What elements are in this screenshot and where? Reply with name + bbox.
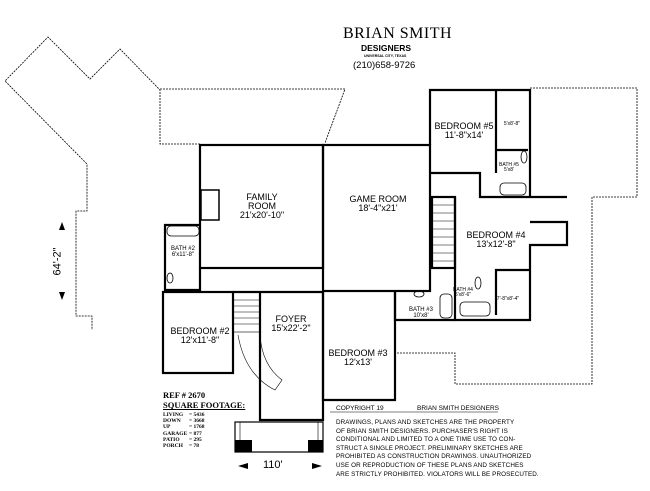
footage-row: GARAGE= 877 <box>163 431 205 437</box>
ref-number: REF # 2670 <box>163 390 206 400</box>
room-size: 6'x11'-8" <box>171 252 195 258</box>
copyright-label: COPYRIGHT 19 <box>336 405 384 412</box>
width-dimension: 110' <box>263 459 283 471</box>
closet5-size: 5'x8'-8" <box>503 121 521 127</box>
room-name: BEDROOM #5 <box>434 121 494 131</box>
room-size: 12'x13' <box>344 357 372 367</box>
bath3-label: BATH #3 10'x8' <box>409 307 433 319</box>
company-name: BRIAN SMITH <box>343 25 453 42</box>
footage-title: SQUARE FOOTAGE: <box>163 400 246 410</box>
room-size: 15'x22'-2" <box>271 323 311 333</box>
bedroom4-label: BEDROOM #4 13'x12'-8" <box>466 231 525 249</box>
company-subtitle: DESIGNERS <box>361 43 412 53</box>
company-phone: (210)658-9726 <box>353 60 416 71</box>
staircase <box>232 204 454 391</box>
bath2-label: BATH #2 6'x11'-8" <box>171 246 195 258</box>
room-size: 13'x12'-8" <box>476 239 516 249</box>
bathtub-icons <box>166 150 528 319</box>
room-size: 12'x11'-8" <box>180 335 220 345</box>
company-location: UNIVERSAL CITY, TEXAS <box>364 54 407 58</box>
notice-line: DRAWINGS, PLANS AND SKETCHES ARE THE PRO… <box>336 419 515 426</box>
room-size: 11'-8"x14' <box>444 130 484 140</box>
bedroom3-label: BEDROOM #3 12'x13' <box>328 349 387 367</box>
room-size: 18'-4"x21' <box>358 203 398 213</box>
notice-line: OF BRIAN SMITH DESIGNERS. PURCHASER'S RI… <box>336 427 508 435</box>
fireplace-icon <box>200 189 220 221</box>
bath4-label: BATH #4 5'x8'-6" <box>453 288 473 298</box>
lower-floor-outline <box>4 36 638 385</box>
room-name: ROOM <box>247 201 276 211</box>
footage-table: LIVING = 5436 DOWN = 3668 UP = 1768 GARAGE=… <box>163 412 205 449</box>
room-name: BATH #4 <box>453 287 473 293</box>
game-room-label: GAME ROOM 18'-4"x21' <box>349 195 406 213</box>
foyer-label: FOYER 15'x22'-2" <box>271 315 310 333</box>
family-room-label: FAMILY ROOM 21'x20'-10" <box>240 193 284 220</box>
room-size: 5'x8' <box>504 167 514 173</box>
room-name: FOYER <box>275 314 307 324</box>
footage-value: = 877 <box>189 430 202 437</box>
room-size: 10'x8' <box>413 313 429 319</box>
room-name: FAMILY <box>246 192 278 202</box>
footage-label: PATIO <box>163 436 180 443</box>
footage-row: PATIO = 295 <box>163 437 205 443</box>
copyright-notice: DRAWINGS, PLANS AND SKETCHES ARE THE PRO… <box>336 419 539 479</box>
room-name: BATH #2 <box>171 246 195 252</box>
footage-label: LIVING <box>163 412 184 418</box>
footage-label: GARAGE <box>163 430 188 437</box>
walls <box>161 88 569 422</box>
room-name: GAME ROOM <box>349 194 407 204</box>
depth-dimension: 64'-2" <box>51 247 64 276</box>
footage-row: DOWN = 3668 <box>163 418 205 424</box>
closet4-size: 7'-8"x8'-4" <box>496 296 520 302</box>
front-porch <box>234 421 324 453</box>
room-size: 5'x8'-6" <box>454 292 472 298</box>
copyright-owner: BRIAN SMITH DESIGNERS <box>417 405 499 412</box>
footage-row: PORCH = 78 <box>163 443 205 449</box>
footage-value: = 78 <box>189 443 200 450</box>
footage-row: LIVING = 5436 <box>163 412 205 418</box>
footage-value: = 3668 <box>189 418 205 425</box>
footage-value: = 1768 <box>189 424 205 431</box>
bath5-label: BATH #5 5'x8' <box>499 163 519 173</box>
room-name: BEDROOM #2 <box>170 326 230 336</box>
footage-label: UP <box>163 424 171 431</box>
bedroom2-label: BEDROOM #2 12'x11'-8" <box>170 327 229 345</box>
notice-line: PROHIBITED AS CONSTRUCTION DRAWINGS. UNA… <box>336 453 532 461</box>
notice-line: STRUCT A SINGLE PROJECT. PRELIMINARY SKE… <box>336 444 523 452</box>
room-name: BATH #5 <box>499 162 519 168</box>
dimension-arrows <box>59 222 322 469</box>
notice-line: USE OR REPRODUCTION OF THESE PLANS AND S… <box>336 461 524 469</box>
room-name: BEDROOM #4 <box>466 230 526 240</box>
room-name: BEDROOM #3 <box>328 348 388 358</box>
bedroom5-label: BEDROOM #5 11'-8"x14' <box>434 122 493 140</box>
notice-line: CONDITIONAL AND LIMITED TO A ONE TIME US… <box>336 436 516 444</box>
footage-label: DOWN <box>163 418 181 425</box>
footage-row: UP = 1768 <box>163 424 205 430</box>
footage-value: = 5436 <box>189 412 205 418</box>
footage-value: = 295 <box>189 436 202 443</box>
room-size: 21'x20'-10" <box>239 210 285 220</box>
room-name: BATH #3 <box>409 307 433 313</box>
footage-label: PORCH <box>163 443 183 450</box>
notice-line: ARE STRICTLY PROHIBITED. VIOLATORS WILL … <box>336 470 539 478</box>
